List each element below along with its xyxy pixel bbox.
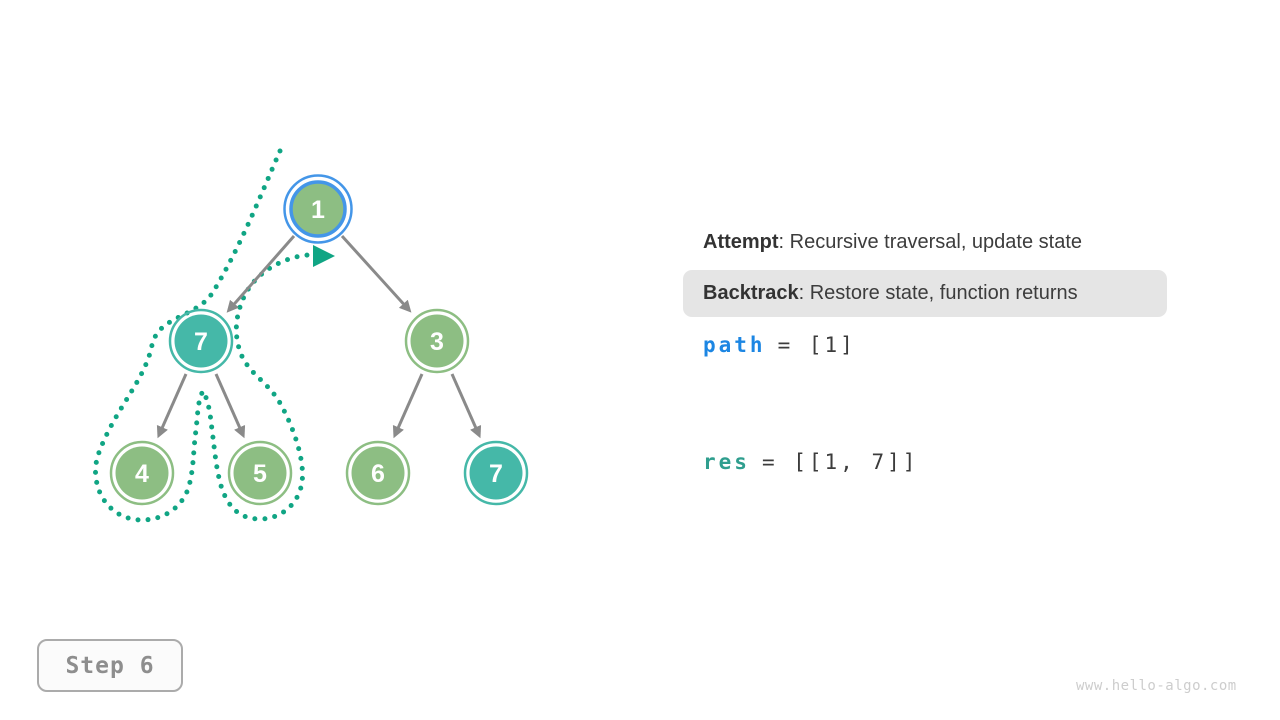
node-disc (410, 314, 464, 368)
node-value: 1 (311, 196, 325, 224)
res-variable-value: = [[1, 7]] (761, 450, 919, 474)
edge-7-4 (156, 373, 188, 439)
path-variable-value: = [1] (777, 333, 856, 357)
tree-node: 3 (404, 308, 470, 374)
tree-node-in-path: 7 (168, 308, 234, 374)
step-indicator: Step 6 (37, 639, 183, 692)
active-node-disc (289, 180, 347, 238)
path-variable-line: path = [1] (703, 333, 856, 357)
edge-1-3 (340, 234, 412, 313)
tree-diagram: 1 7 3 4 5 6 7 (93, 148, 529, 523)
res-variable-line: res = [[1, 7]] (703, 450, 918, 474)
node-disc (233, 446, 287, 500)
edge-3-6 (392, 373, 424, 439)
node-outer-ring (168, 308, 234, 374)
tree-edges (156, 234, 482, 439)
tree-node-in-result: 7 (463, 440, 529, 506)
backtrack-arrowhead-icon (313, 245, 335, 267)
attempt-label: Attempt (703, 231, 779, 253)
tree-node: 5 (227, 440, 293, 506)
edge-1-7 (226, 235, 296, 313)
edge-7-5 (214, 373, 246, 439)
tree-node: 4 (109, 440, 175, 506)
node-value: 7 (194, 328, 208, 356)
node-value: 6 (371, 460, 385, 488)
watermark: www.hello-algo.com (1076, 678, 1237, 694)
node-value: 5 (253, 460, 267, 488)
node-disc (469, 446, 523, 500)
node-disc (351, 446, 405, 500)
node-disc (174, 314, 228, 368)
node-outer-ring (109, 440, 175, 506)
active-node-outer-ring (283, 174, 353, 244)
node-outer-ring (227, 440, 293, 506)
node-outer-ring (404, 308, 470, 374)
attempt-line: Attempt: Recursive traversal, update sta… (703, 231, 1082, 254)
res-variable-name: res (703, 450, 750, 474)
backtrack-text: : Restore state, function returns (798, 282, 1078, 304)
node-outer-ring (345, 440, 411, 506)
step-label: Step 6 (65, 652, 155, 679)
node-disc (115, 446, 169, 500)
edge-3-7 (450, 373, 482, 439)
attempt-text: : Recursive traversal, update state (778, 231, 1083, 253)
node-value: 3 (430, 328, 444, 356)
tree-node-current: 1 (283, 174, 353, 244)
backtrack-highlight-box: Backtrack: Restore state, function retur… (683, 270, 1167, 317)
node-outer-ring (463, 440, 529, 506)
path-variable-name: path (703, 333, 766, 357)
tree-node: 6 (345, 440, 411, 506)
node-value: 7 (489, 460, 503, 488)
backtrack-label: Backtrack (703, 282, 799, 304)
node-value: 4 (135, 460, 149, 488)
